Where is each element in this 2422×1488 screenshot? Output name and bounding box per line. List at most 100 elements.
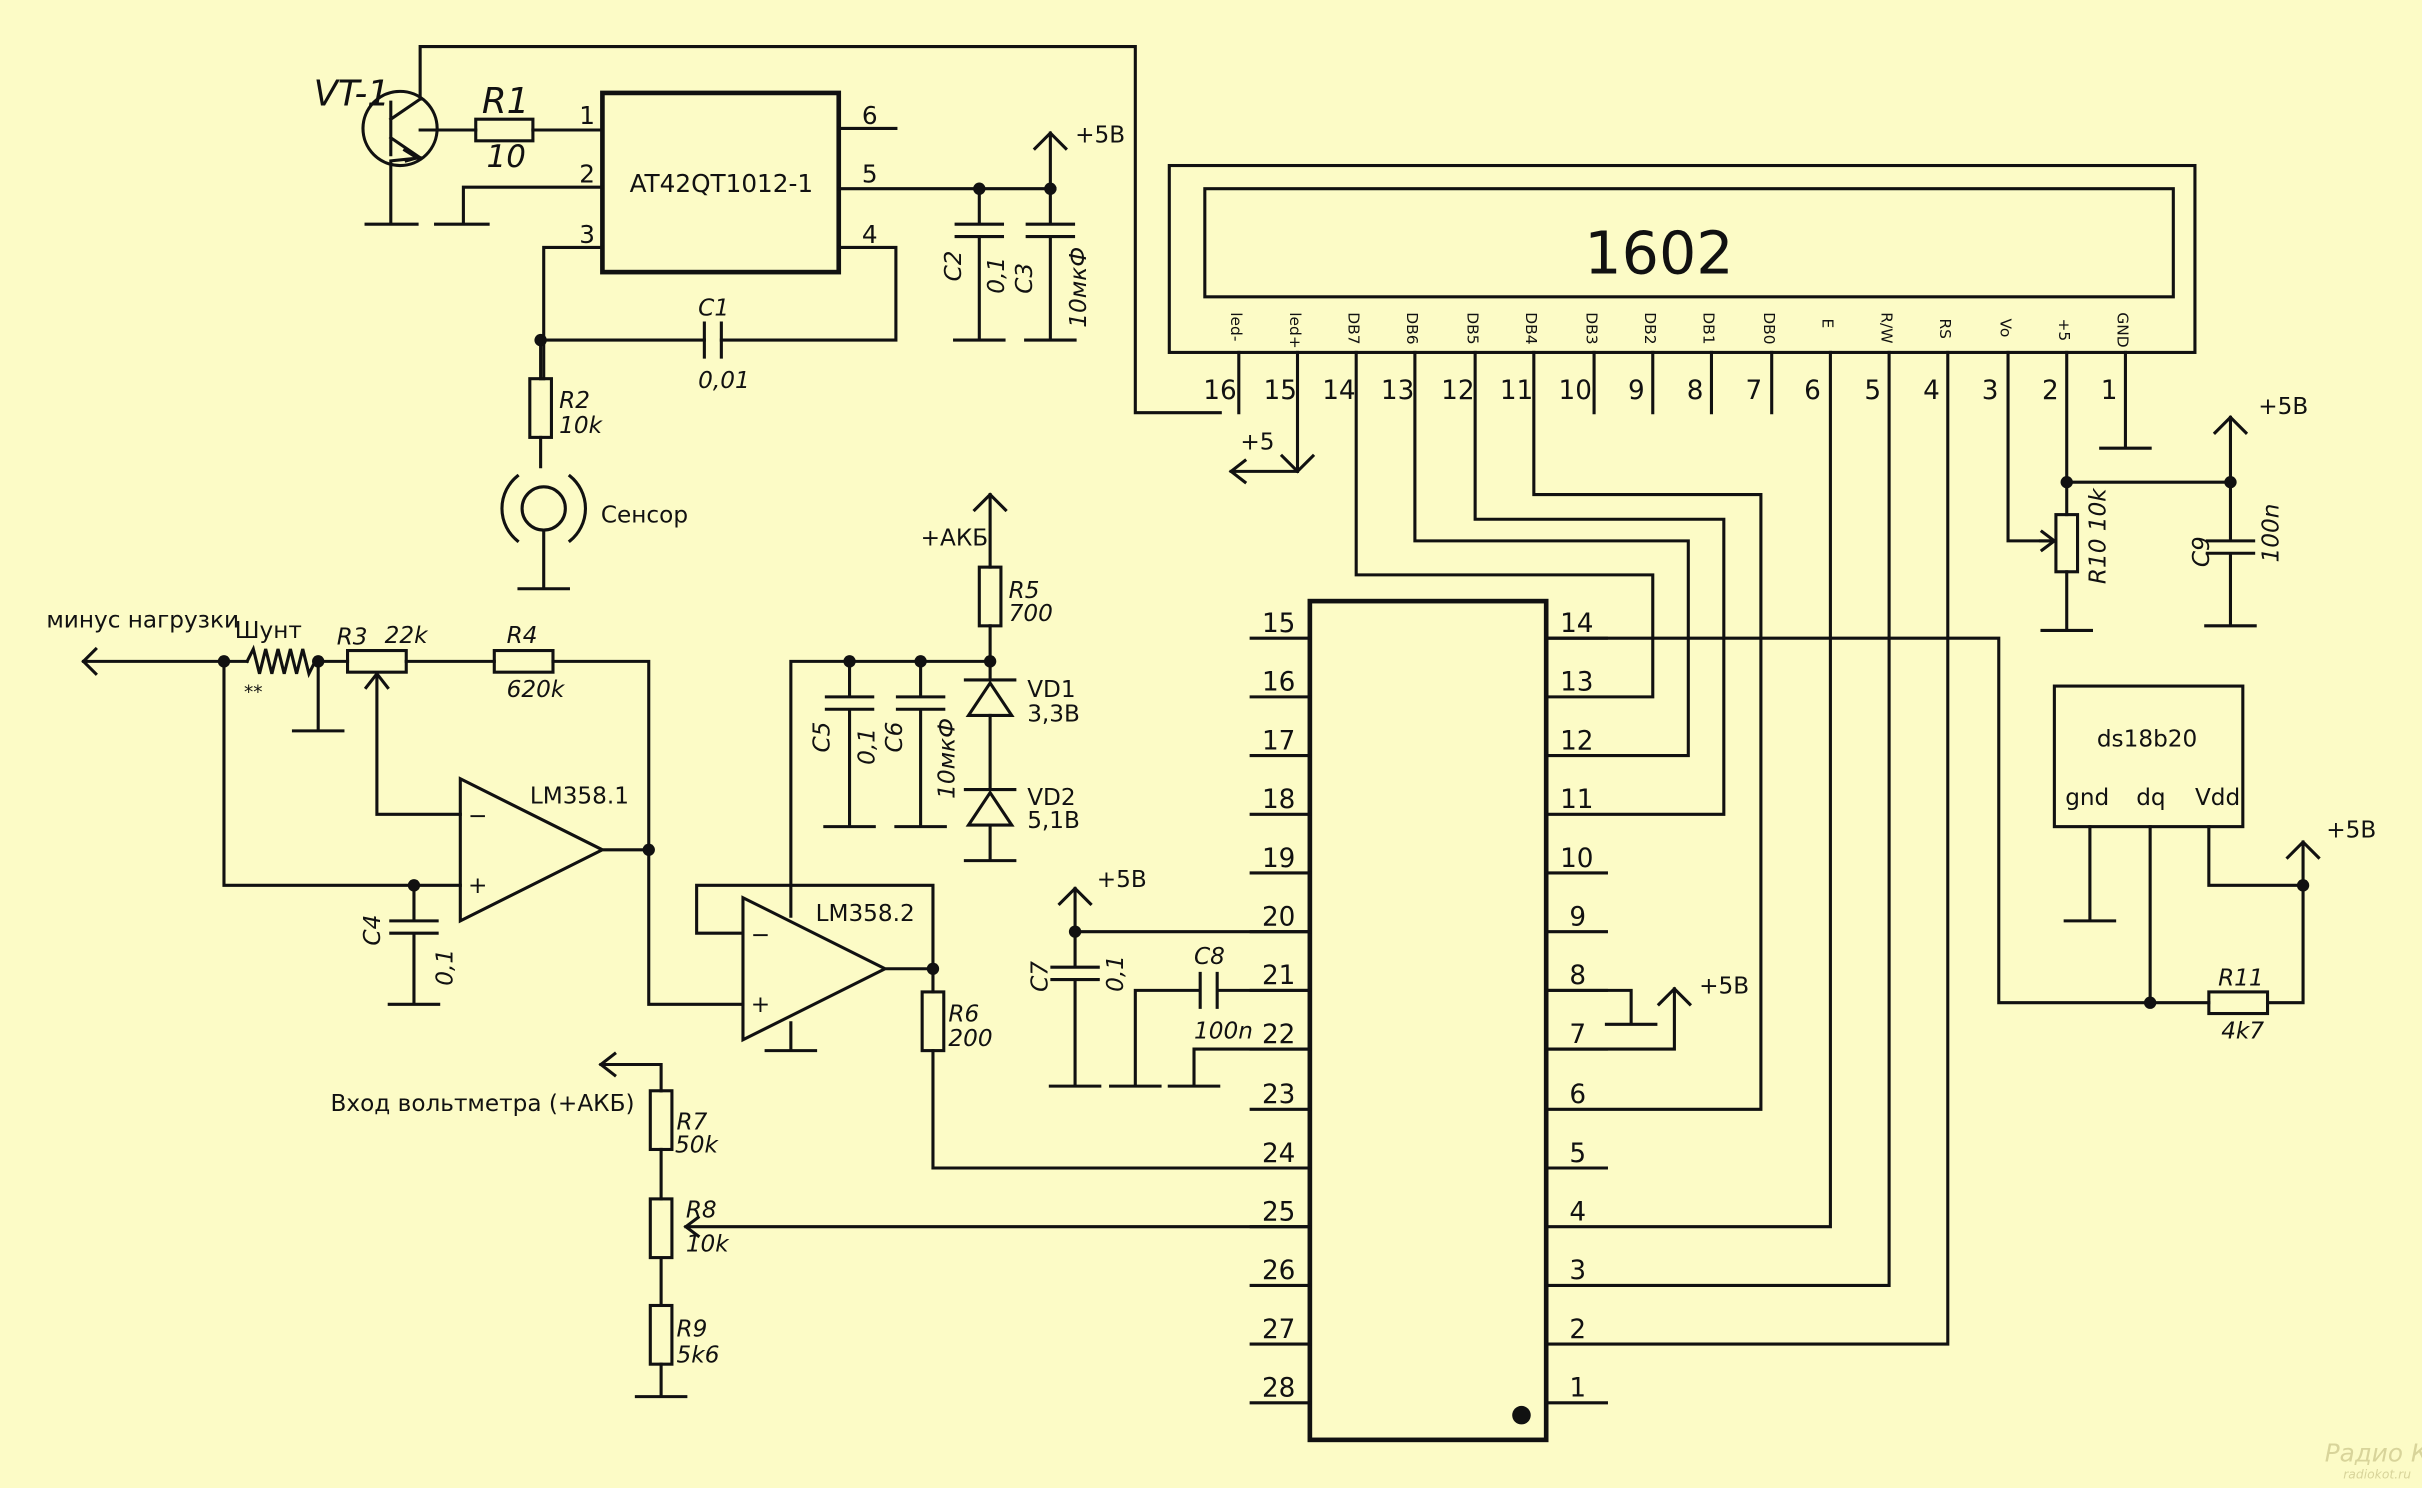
r1-body — [474, 117, 535, 143]
opamp1-label: LM358.1 — [530, 783, 629, 809]
mcu-body — [1307, 598, 1549, 1443]
lcd-pin-label: DB1 — [1700, 312, 1718, 344]
mcu-pin: 1 — [1569, 1374, 1586, 1404]
lcd-plus5v-label: +5В — [2258, 394, 2308, 420]
lcd-pin-label: E — [1819, 318, 1837, 328]
vd1-value: 3,3В — [1027, 702, 1080, 728]
lcd-pin-number: 12 — [1441, 376, 1474, 406]
lcd-outer — [1167, 163, 2197, 354]
mcu-pin: 20 — [1262, 902, 1295, 932]
mcu-pin: 21 — [1262, 961, 1295, 991]
c9-name: C9 — [2189, 536, 2215, 567]
r7-name: R7 — [677, 1109, 708, 1135]
mcu-pin: 24 — [1262, 1139, 1295, 1169]
lcd-pin-number: 9 — [1628, 376, 1645, 406]
lcd-pin-number: 6 — [1804, 376, 1821, 406]
lcd-pin-label: DB6 — [1403, 312, 1421, 344]
ds18b20-name: ds18b20 — [2097, 726, 2197, 752]
r10-body — [2054, 513, 2080, 574]
ds18b20-pin-dq: dq — [2136, 785, 2165, 811]
lcd-window — [1203, 187, 2175, 299]
r10-label: R10 10k — [2085, 487, 2111, 584]
junction-dot — [973, 182, 986, 195]
c7-plus5v-label: +5В — [1097, 867, 1147, 893]
junction-dot — [2224, 476, 2237, 489]
mcu-power-pins — [1547, 986, 1693, 1051]
r6-name: R6 — [948, 1001, 979, 1027]
mcu-pin: 15 — [1262, 609, 1295, 639]
plus-akb-label: +АКБ — [921, 526, 989, 552]
watermark-logo: Радио КОТ — [2325, 1438, 2422, 1467]
r8-value: 10k — [686, 1231, 730, 1257]
lcd-pin-number: 15 — [1264, 376, 1297, 406]
opamp2-label: LM358.2 — [816, 901, 915, 927]
shunt-mark: ** — [244, 682, 263, 703]
lcd-pin-number: 16 — [1203, 376, 1236, 406]
mcu-pin: 8 — [1569, 961, 1586, 991]
mcu-pin: 22 — [1262, 1020, 1295, 1050]
divider-wiring — [598, 1051, 1312, 1399]
lcd-pin-number: 8 — [1687, 376, 1704, 406]
lcd-pin-label: DB5 — [1463, 312, 1481, 344]
junction-dot — [2296, 879, 2310, 892]
lcd-pin-label: DB0 — [1760, 312, 1778, 344]
ds18b20-pin-gnd: gnd — [2065, 785, 2109, 811]
opamp1 — [458, 776, 745, 1006]
opamp2 — [695, 659, 1312, 1170]
c9-value: 100n — [2258, 504, 2284, 563]
c4-name: C4 — [360, 915, 386, 946]
lcd-pin-number: 7 — [1745, 376, 1762, 406]
lcd-pin-label: DB7 — [1344, 312, 1362, 344]
r11-value: 4k7 — [2221, 1018, 2264, 1044]
r3-value: 22k — [385, 623, 429, 649]
opamp2-minus: − — [751, 922, 770, 948]
mcu-pin: 7 — [1569, 1020, 1586, 1050]
mcu-pin: 17 — [1262, 726, 1295, 756]
lcd-pin-label: R/W — [1877, 312, 1895, 343]
r5-body — [977, 565, 1003, 628]
c5-c6-wiring — [823, 659, 947, 829]
ds18b20-leads — [1547, 636, 2321, 1005]
r5-value: 700 — [1009, 601, 1053, 627]
touch-pin-6: 6 — [862, 101, 878, 130]
mcu-pin: 23 — [1262, 1080, 1295, 1110]
mcu-pin: 13 — [1560, 668, 1593, 698]
mcu-pin1-marker — [1512, 1405, 1531, 1425]
lcd-pin-number: 4 — [1923, 376, 1940, 406]
c7-value: 0,1 — [1103, 955, 1129, 992]
r3-r4-wiring — [363, 659, 651, 852]
labels: VT-1 R1 10 AT42QT1012-1 1 2 3 4 5 6 C1 0… — [46, 73, 2422, 1481]
junction-dot — [407, 879, 421, 892]
junction-dot — [642, 843, 655, 856]
vd2-value: 5,1В — [1027, 808, 1080, 834]
mcu-pin: 5 — [1569, 1139, 1586, 1169]
wires — [81, 45, 2321, 1443]
vd1-vd2-wiring — [963, 492, 1017, 863]
c1-name: C1 — [698, 295, 729, 321]
mcu-left-pin-numbers: 15 16 17 18 19 20 21 22 23 24 25 26 27 2… — [1262, 609, 1295, 1404]
r10-value: 10k — [2085, 487, 2111, 531]
junction-dot — [534, 333, 547, 347]
lcd-pin-number: 1 — [2101, 376, 2118, 406]
lcd-pin-label: GND — [2114, 312, 2132, 347]
r2-name: R2 — [559, 388, 590, 414]
mcu-pin: 18 — [1262, 785, 1295, 815]
vt1-label: VT-1 — [314, 73, 390, 114]
mcu-pin: 4 — [1569, 1198, 1586, 1228]
mcu-pin: 2 — [1569, 1315, 1586, 1345]
lcd-pin-leads — [1237, 350, 2152, 1346]
touch-ic-body — [600, 90, 842, 275]
lcd-pin-number: 11 — [1500, 376, 1533, 406]
touch-pin-4: 4 — [862, 220, 878, 249]
mcu-pin: 3 — [1569, 1256, 1586, 1286]
vd1-triangle — [965, 680, 1015, 717]
junction-dot — [1044, 182, 1057, 195]
r3-body — [346, 649, 408, 674]
r9-body — [648, 1303, 674, 1366]
vd2-name: VD2 — [1027, 785, 1075, 811]
mcu-pin: 26 — [1262, 1256, 1295, 1286]
c2 — [953, 187, 1006, 342]
c5-value: 0,1 — [854, 728, 880, 765]
r2-body — [528, 377, 553, 439]
c6-name: C6 — [882, 722, 908, 753]
